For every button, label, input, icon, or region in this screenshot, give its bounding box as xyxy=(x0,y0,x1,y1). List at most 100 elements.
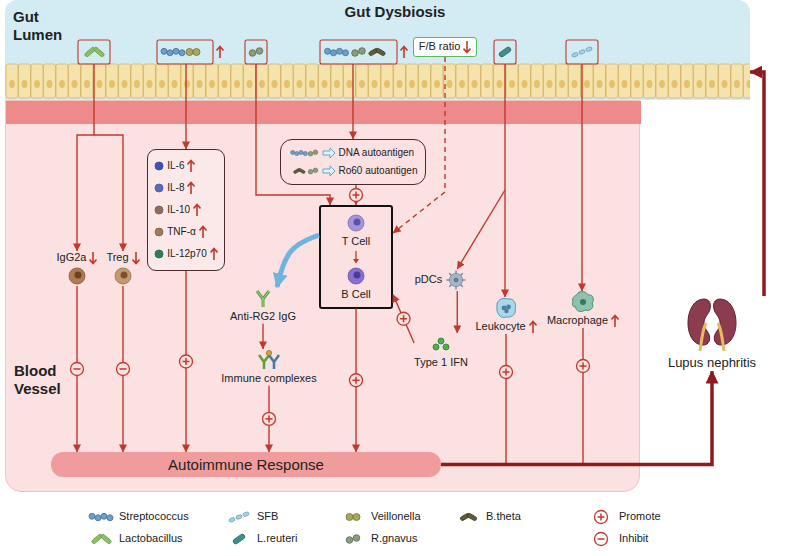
drawing-part xyxy=(397,80,403,88)
cell-icon xyxy=(252,287,274,309)
drawing-part xyxy=(281,64,293,98)
drawing-part xyxy=(331,64,343,98)
region-label: Gut Lumen xyxy=(13,8,68,44)
drawing-part xyxy=(197,80,203,88)
drawing-part xyxy=(504,309,508,313)
drawing-part: IL-8 xyxy=(154,177,217,199)
cytokine-dot xyxy=(154,249,164,259)
drawing-part xyxy=(319,64,331,98)
drawing-part xyxy=(294,64,306,98)
activation-arrow xyxy=(351,250,361,264)
drawing-part xyxy=(290,150,317,156)
cytokine-label: TNF-α xyxy=(167,226,196,239)
drawing-part xyxy=(595,533,608,546)
drawing-part: Leukocyte xyxy=(475,297,536,334)
drawing-part xyxy=(647,80,653,88)
drawing-part xyxy=(572,80,578,88)
drawing-part xyxy=(606,64,618,98)
drawing-part xyxy=(134,80,140,88)
kidney-drawing xyxy=(672,296,752,354)
drawing-part xyxy=(369,64,381,98)
drawing-part xyxy=(569,64,581,98)
drawing-part xyxy=(121,272,128,279)
drawing-part xyxy=(122,80,128,88)
drawing-part xyxy=(89,513,95,519)
drawing-part xyxy=(419,64,431,98)
drawing-part xyxy=(634,80,640,88)
legend-item: Veillonella xyxy=(340,509,421,525)
drawing-part xyxy=(308,151,313,156)
drawing-part xyxy=(19,64,31,98)
drawing-part xyxy=(609,80,615,88)
drawing-part xyxy=(497,298,516,317)
drawing-part xyxy=(348,268,364,284)
drawing-part xyxy=(494,64,506,98)
drawing-part: IgG2a xyxy=(57,251,98,286)
drawing-part xyxy=(481,64,493,98)
drawing-part xyxy=(346,537,353,544)
drawing-part: pDCs xyxy=(415,269,468,291)
drawing-part xyxy=(266,350,271,355)
legend-label: Lactobacillus xyxy=(119,532,183,546)
drawing-part xyxy=(155,206,163,214)
lymphocyte-box: T CellB Cell xyxy=(319,205,393,309)
drawing-part xyxy=(460,513,478,521)
drawing-part xyxy=(572,47,593,58)
drawing-part xyxy=(155,250,163,258)
legend-item: L.reuteri xyxy=(226,531,297,547)
drawing-part xyxy=(401,47,408,59)
drawing-part: Treg xyxy=(106,251,139,286)
drawing-part xyxy=(348,268,364,284)
drawing-part xyxy=(293,168,318,174)
drawing-part xyxy=(688,299,736,351)
drawing-part xyxy=(597,80,603,88)
drawing-part xyxy=(506,305,511,310)
drawing-part: Immune complexes xyxy=(221,349,316,386)
cell-label: Type 1 IFN xyxy=(414,356,468,370)
trend-arrow xyxy=(611,314,619,328)
cell-icon xyxy=(572,291,594,313)
cell-icon xyxy=(345,265,367,287)
legend-sample xyxy=(226,509,252,525)
drawing-part xyxy=(359,80,365,88)
cell-label: Immune complexes xyxy=(221,372,316,386)
drawing-part xyxy=(320,40,397,64)
drawing-part xyxy=(90,252,97,264)
drawing-part xyxy=(245,40,267,64)
drawing-part xyxy=(172,80,178,88)
drawing-part xyxy=(199,227,206,239)
drawing-part xyxy=(352,48,366,57)
drawing-part xyxy=(612,316,619,328)
drawing-part: IL-12p70 xyxy=(154,243,217,265)
cell-icon xyxy=(67,266,87,286)
bacteria-icon xyxy=(289,146,319,160)
drawing-part xyxy=(206,64,218,98)
cytokine-box: IL-6IL-8IL-10TNF-αIL-12p70 xyxy=(147,149,224,271)
drawing-part xyxy=(612,316,619,328)
drawing-part xyxy=(159,80,165,88)
title: Gut Dysbiosis xyxy=(345,3,446,22)
drawing-part: IL-10 xyxy=(154,199,217,221)
autoantigen-label: DNA autoantigen xyxy=(339,147,415,160)
drawing-part xyxy=(259,350,279,369)
cytokine-dot xyxy=(154,205,164,215)
drawing-part xyxy=(313,150,318,155)
drawing-part xyxy=(34,80,40,88)
drawing-part xyxy=(161,48,167,54)
drawing-part xyxy=(132,252,139,264)
cell-icon xyxy=(445,269,467,291)
drawing-part xyxy=(323,148,335,158)
cytokine-label: IL-12p70 xyxy=(167,248,206,261)
drawing-part xyxy=(506,64,518,98)
cell-label: Treg xyxy=(106,251,128,265)
drawing-part xyxy=(498,46,512,58)
drawing-part: IL-6 xyxy=(154,155,217,177)
drawing-part xyxy=(6,64,18,98)
drawing-part xyxy=(308,150,318,156)
drawing-part xyxy=(256,64,268,98)
mimicry-arrow xyxy=(322,147,336,159)
drawing-part xyxy=(217,47,224,59)
cell-node: Immune complexes xyxy=(221,349,316,386)
drawing-part xyxy=(322,80,328,88)
drawing-part xyxy=(247,80,253,88)
